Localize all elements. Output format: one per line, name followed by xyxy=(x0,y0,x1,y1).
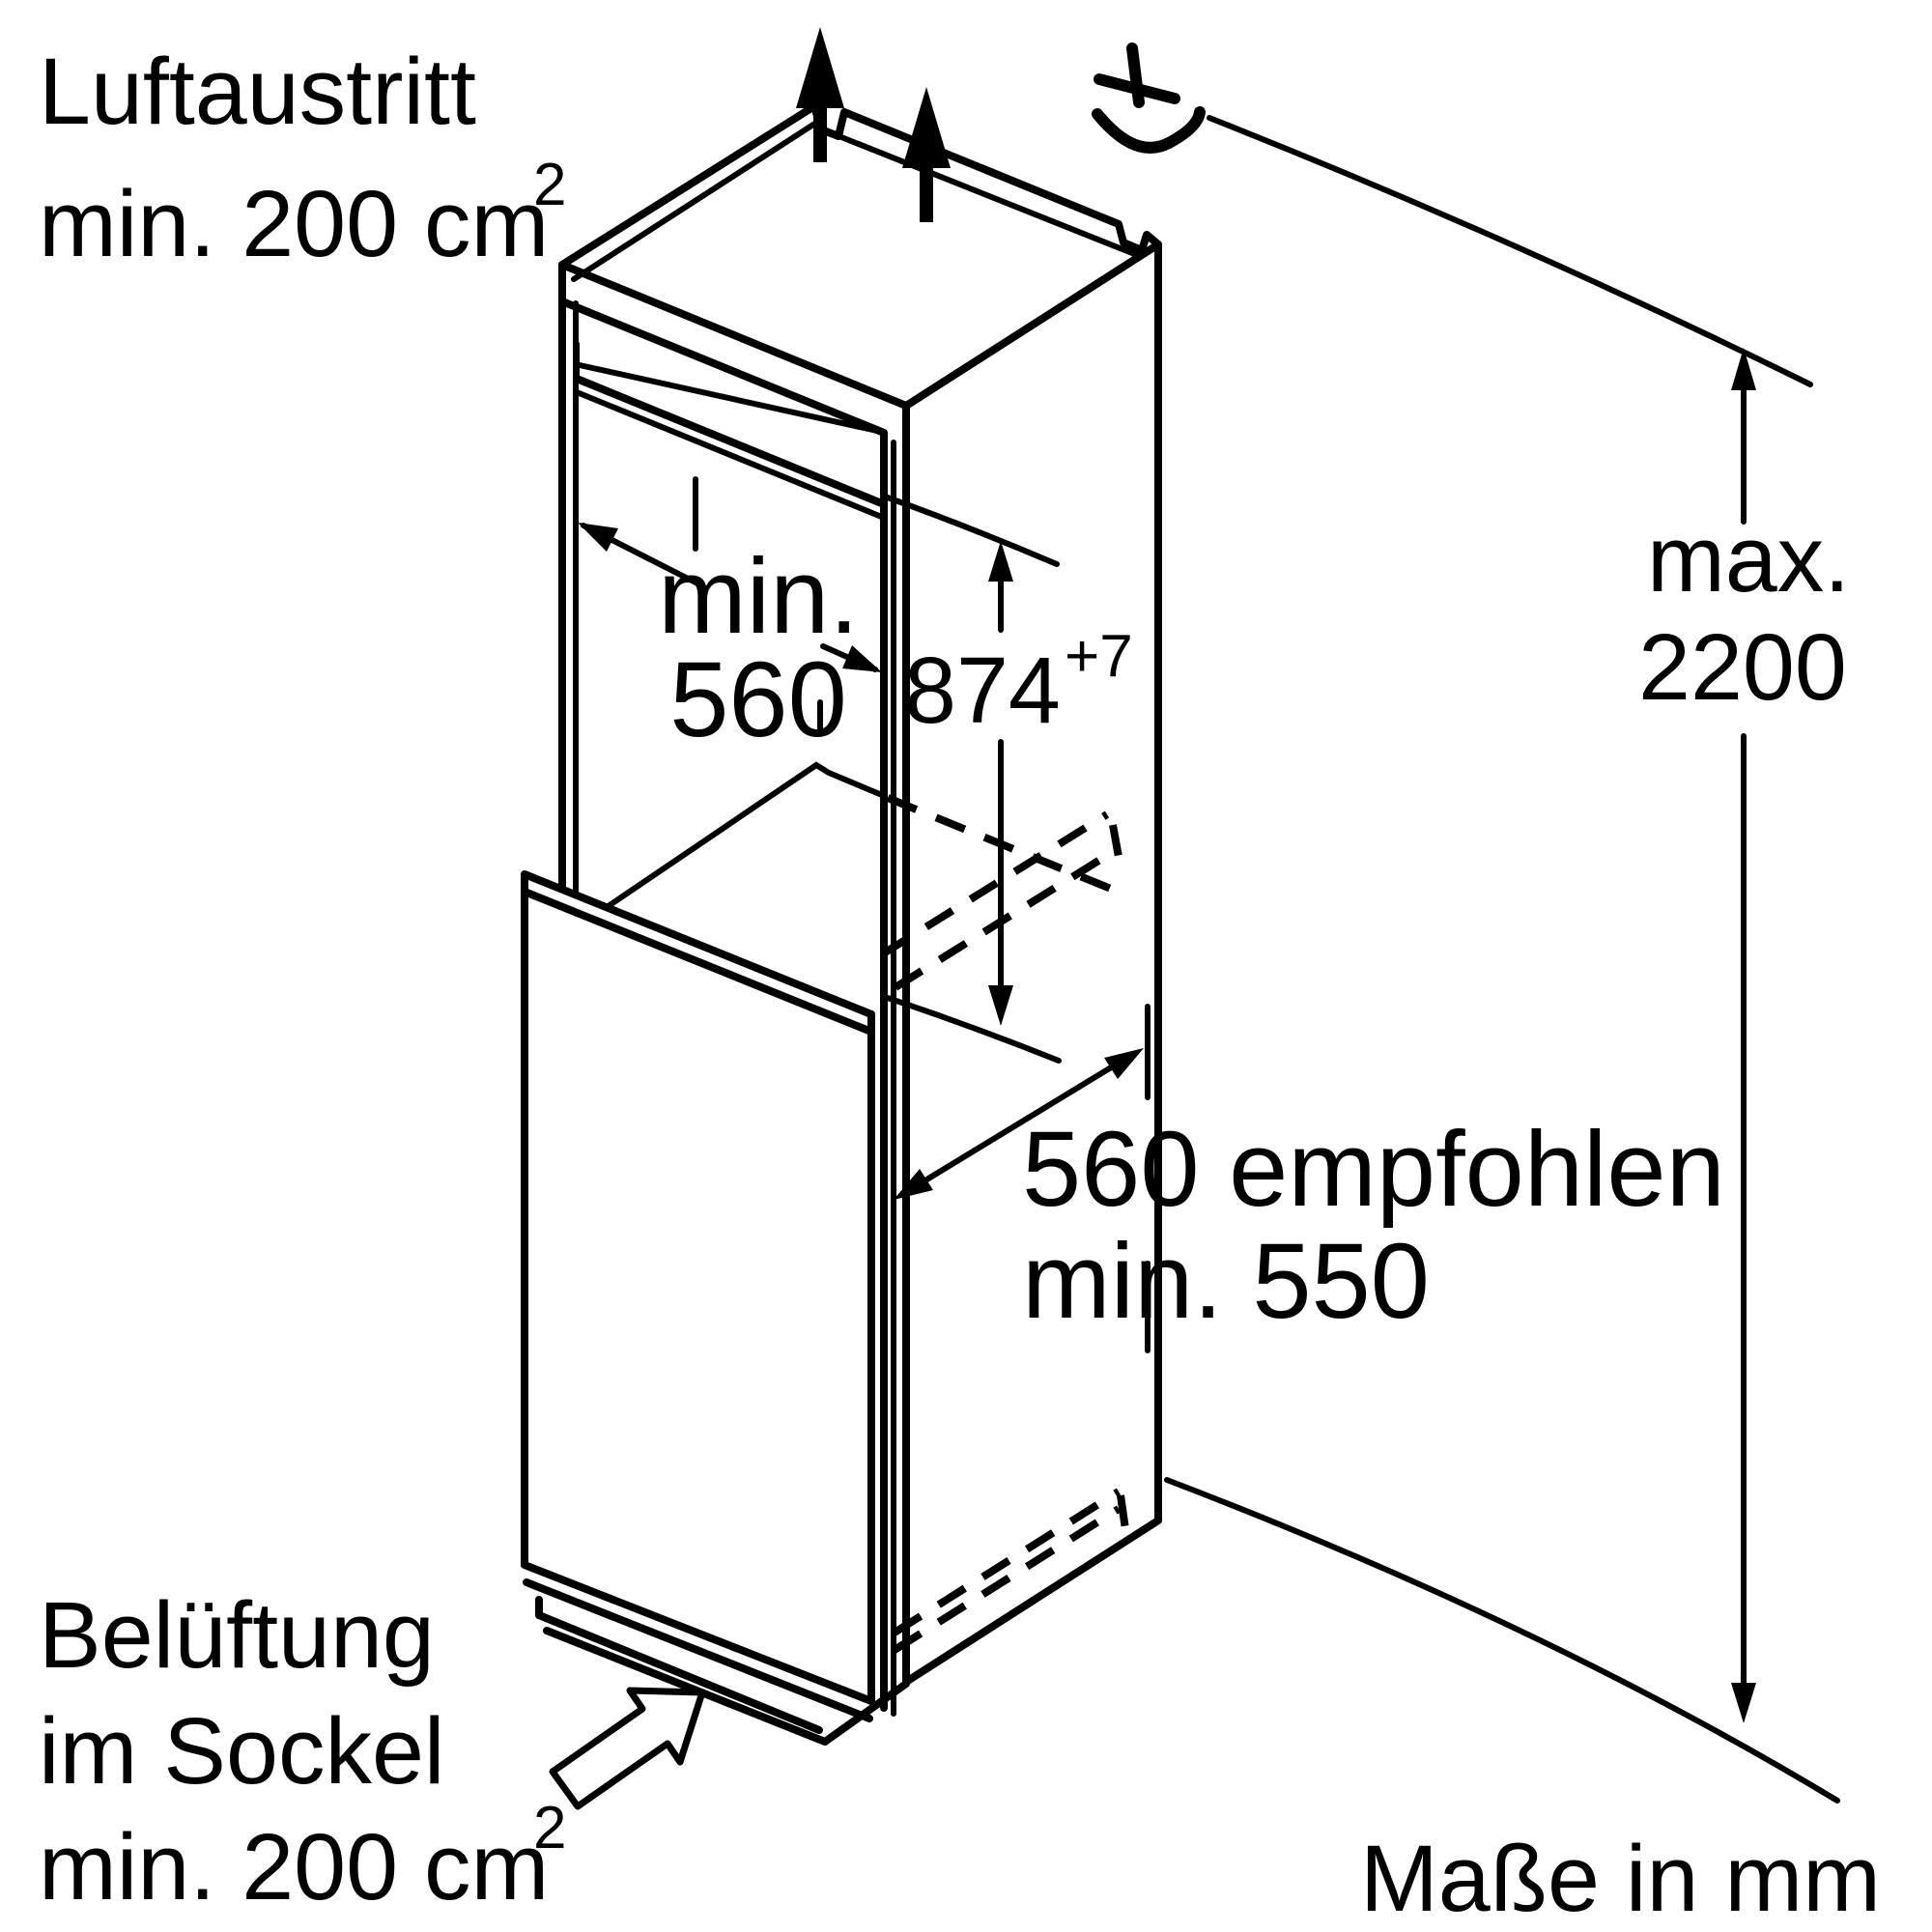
units-note: Maße in mm xyxy=(1360,1826,1881,1931)
front-top-rail-edge xyxy=(558,298,888,437)
niche-width-value: 560 xyxy=(669,640,847,759)
base-vent-line3: min. 200 cm xyxy=(39,1814,549,1919)
power-cable-icon xyxy=(1092,43,1206,154)
vent-slot-bottom-edge xyxy=(573,375,888,508)
niche-height-value: 874 xyxy=(904,638,1061,743)
airflow-arrows xyxy=(796,27,951,222)
up-arrow-icon xyxy=(902,87,951,222)
base-vent-line2: im Sockel xyxy=(39,1698,444,1804)
hidden-base-lines xyxy=(892,1488,1130,1654)
ceiling-reference-line xyxy=(1207,115,1813,387)
max-height-word: max. xyxy=(1647,506,1850,611)
niche-width-dimension: min. 560 xyxy=(578,476,882,759)
niche-bottom-extension-line xyxy=(882,994,1062,1064)
depth-recommended: 560 empfohlen xyxy=(1022,1110,1725,1229)
air-outlet-label: Luftaustritt min. 200 cm 2 xyxy=(39,39,566,276)
depth-minimum: min. 550 xyxy=(1022,1222,1430,1341)
niche-top-extension-line xyxy=(882,494,1060,567)
vent-slot-inner-edge xyxy=(577,362,880,434)
base-vent-label: Belüftung im Sockel min. 200 cm 2 xyxy=(39,1582,566,1919)
up-arrow-icon xyxy=(796,27,844,162)
niche-width-word: min. xyxy=(658,537,859,656)
depth-dimension: 560 empfohlen min. 550 xyxy=(894,1004,1725,1353)
door-panel xyxy=(521,870,875,1705)
air-outlet-line1: Luftaustritt xyxy=(39,39,476,144)
max-height-dimension: max. 2200 xyxy=(1164,115,1850,1804)
air-outlet-line2: min. 200 cm xyxy=(39,171,549,276)
niche-height-dimension: 874 +7 xyxy=(882,494,1133,1064)
cabinet-right-face xyxy=(902,241,1162,1686)
niche-top-edge xyxy=(574,389,887,521)
base-vent-sup: 2 xyxy=(533,1795,566,1861)
max-height-value: 2200 xyxy=(1638,614,1847,720)
door-bottom-band xyxy=(523,1578,873,1722)
niche-floor-visible-edge xyxy=(591,761,885,919)
plinth-recess xyxy=(535,1596,910,1746)
niche-height-tolerance: +7 xyxy=(1065,623,1133,690)
top-face-inner-back-rim xyxy=(824,128,1140,258)
top-face-inner-left-rim xyxy=(571,120,819,282)
air-outlet-sup: 2 xyxy=(533,152,566,218)
base-vent-line1: Belüftung xyxy=(39,1582,435,1688)
floor-reference-line xyxy=(1164,1477,1840,1804)
cabinet-drawing xyxy=(521,102,1162,1746)
hollow-block-arrow-icon xyxy=(549,1687,706,1810)
door-top-band xyxy=(521,888,875,1036)
